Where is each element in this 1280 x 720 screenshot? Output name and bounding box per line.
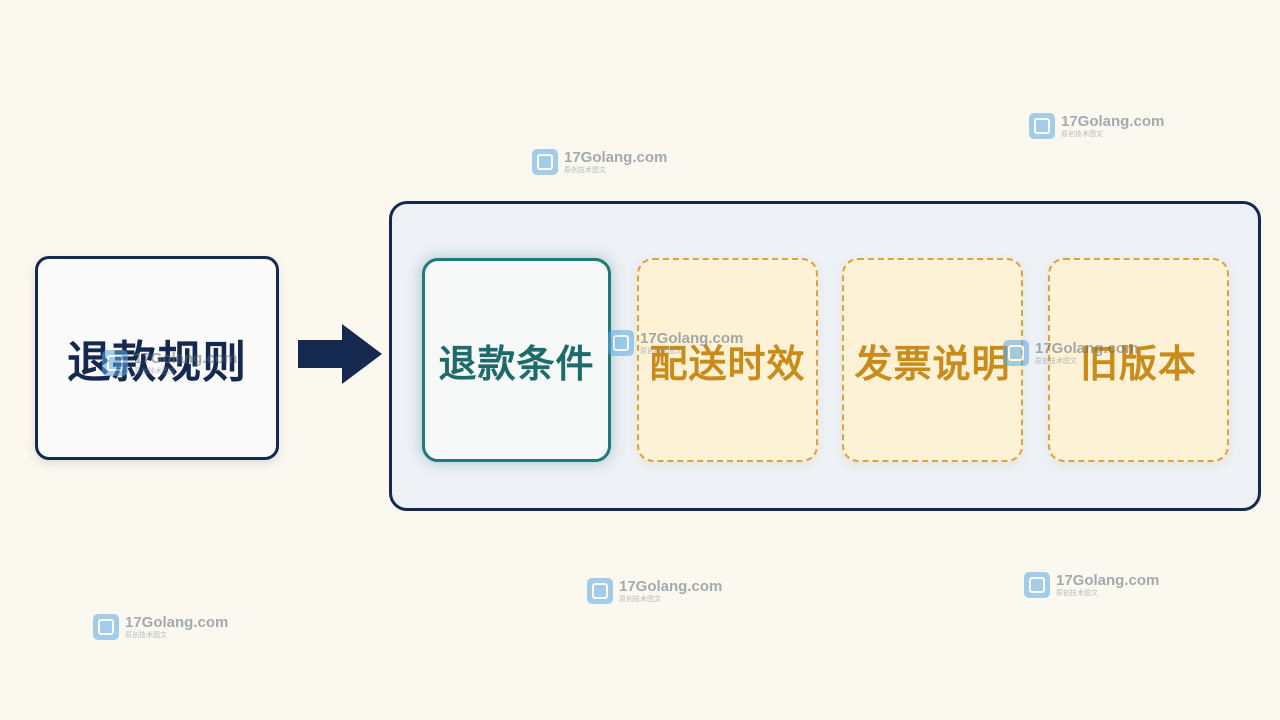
site-logo-icon — [532, 149, 558, 175]
card-label: 旧版本 — [1079, 341, 1197, 386]
right-arrow-icon — [298, 324, 382, 384]
watermark-tagline: 原创技术图文 — [564, 166, 606, 174]
card-label: 配送时效 — [649, 341, 806, 386]
site-logo-icon — [1029, 113, 1055, 139]
site-logo-icon — [587, 578, 613, 604]
card-label: 发票说明 — [854, 341, 1011, 386]
watermark-brand: 17Golang.com — [619, 578, 723, 595]
target-group: 退款条件 配送时效 发票说明 旧版本 — [389, 201, 1261, 511]
site-logo-icon — [93, 614, 119, 640]
watermark-tagline: 原创技术图文 — [1061, 130, 1103, 138]
watermark-brand: 17Golang.com — [1061, 113, 1165, 130]
card-label: 退款条件 — [438, 341, 595, 386]
watermark-tagline: 原创技术图文 — [125, 631, 167, 639]
watermark-brand: 17Golang.com — [125, 614, 229, 631]
watermark-brand: 17Golang.com — [1056, 572, 1160, 589]
watermark-tagline: 原创技术图文 — [619, 595, 661, 603]
source-node: 退款规则 — [35, 256, 279, 460]
source-node-label: 退款规则 — [67, 337, 247, 388]
watermark-tagline: 原创技术图文 — [1056, 589, 1098, 597]
card-refund-conditions: 退款条件 — [422, 258, 611, 462]
card-old-version: 旧版本 — [1048, 258, 1229, 462]
card-delivery-time: 配送时效 — [637, 258, 818, 462]
site-logo-icon — [1024, 572, 1050, 598]
card-invoice-notes: 发票说明 — [842, 258, 1023, 462]
watermark-brand: 17Golang.com — [564, 149, 668, 166]
